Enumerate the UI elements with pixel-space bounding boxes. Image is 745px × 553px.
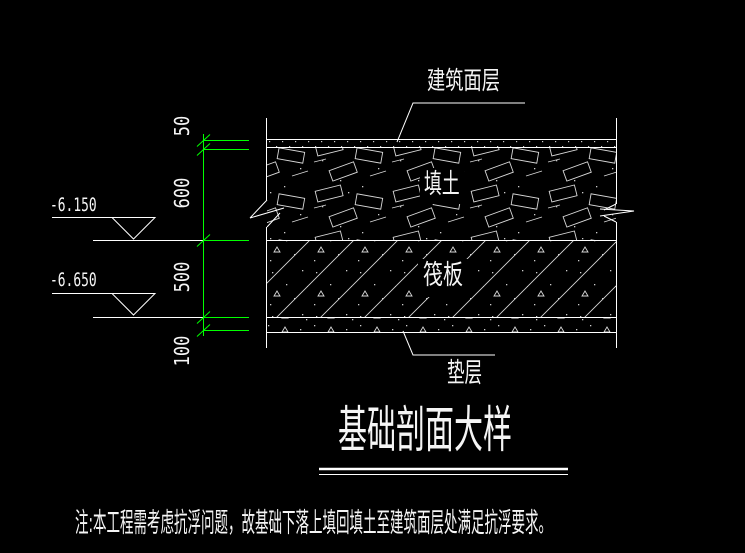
cushion-layer-hatch	[267, 318, 616, 332]
dimension-value-500: 500	[170, 261, 194, 293]
title-underline	[319, 467, 568, 475]
dimension-value-100: 100	[170, 335, 194, 367]
section-outline	[266, 118, 617, 348]
finish-layer-label: 建筑面层	[427, 66, 501, 95]
dimension-lines	[196, 134, 249, 337]
finish-layer-hatch	[267, 140, 616, 147]
cushion-layer-label: 垫层	[447, 358, 483, 389]
dimension-value-600: 600	[170, 177, 194, 209]
raft-slab-label: 筏板	[423, 260, 463, 291]
break-symbol-right	[599, 203, 635, 223]
dimension-value-50: 50	[170, 115, 194, 137]
cushion-layer-leader	[402, 330, 495, 356]
drawing-title: 基础剖面大样	[338, 401, 512, 459]
finish-layer-leader	[396, 102, 525, 143]
note-text: 注:本工程需考虑抗浮问题，故基础下落上填回填土至建筑面层处满足抗浮要求。	[75, 508, 553, 539]
elevation-marker-upper	[52, 217, 203, 241]
fill-soil-label: 填土	[424, 169, 460, 200]
section-layers	[267, 140, 616, 332]
elevation-marker-lower	[52, 293, 203, 318]
elevation-value-upper: -6.150	[50, 194, 97, 216]
break-symbol-left	[249, 199, 285, 228]
elevation-value-lower: -6.650	[50, 269, 97, 291]
